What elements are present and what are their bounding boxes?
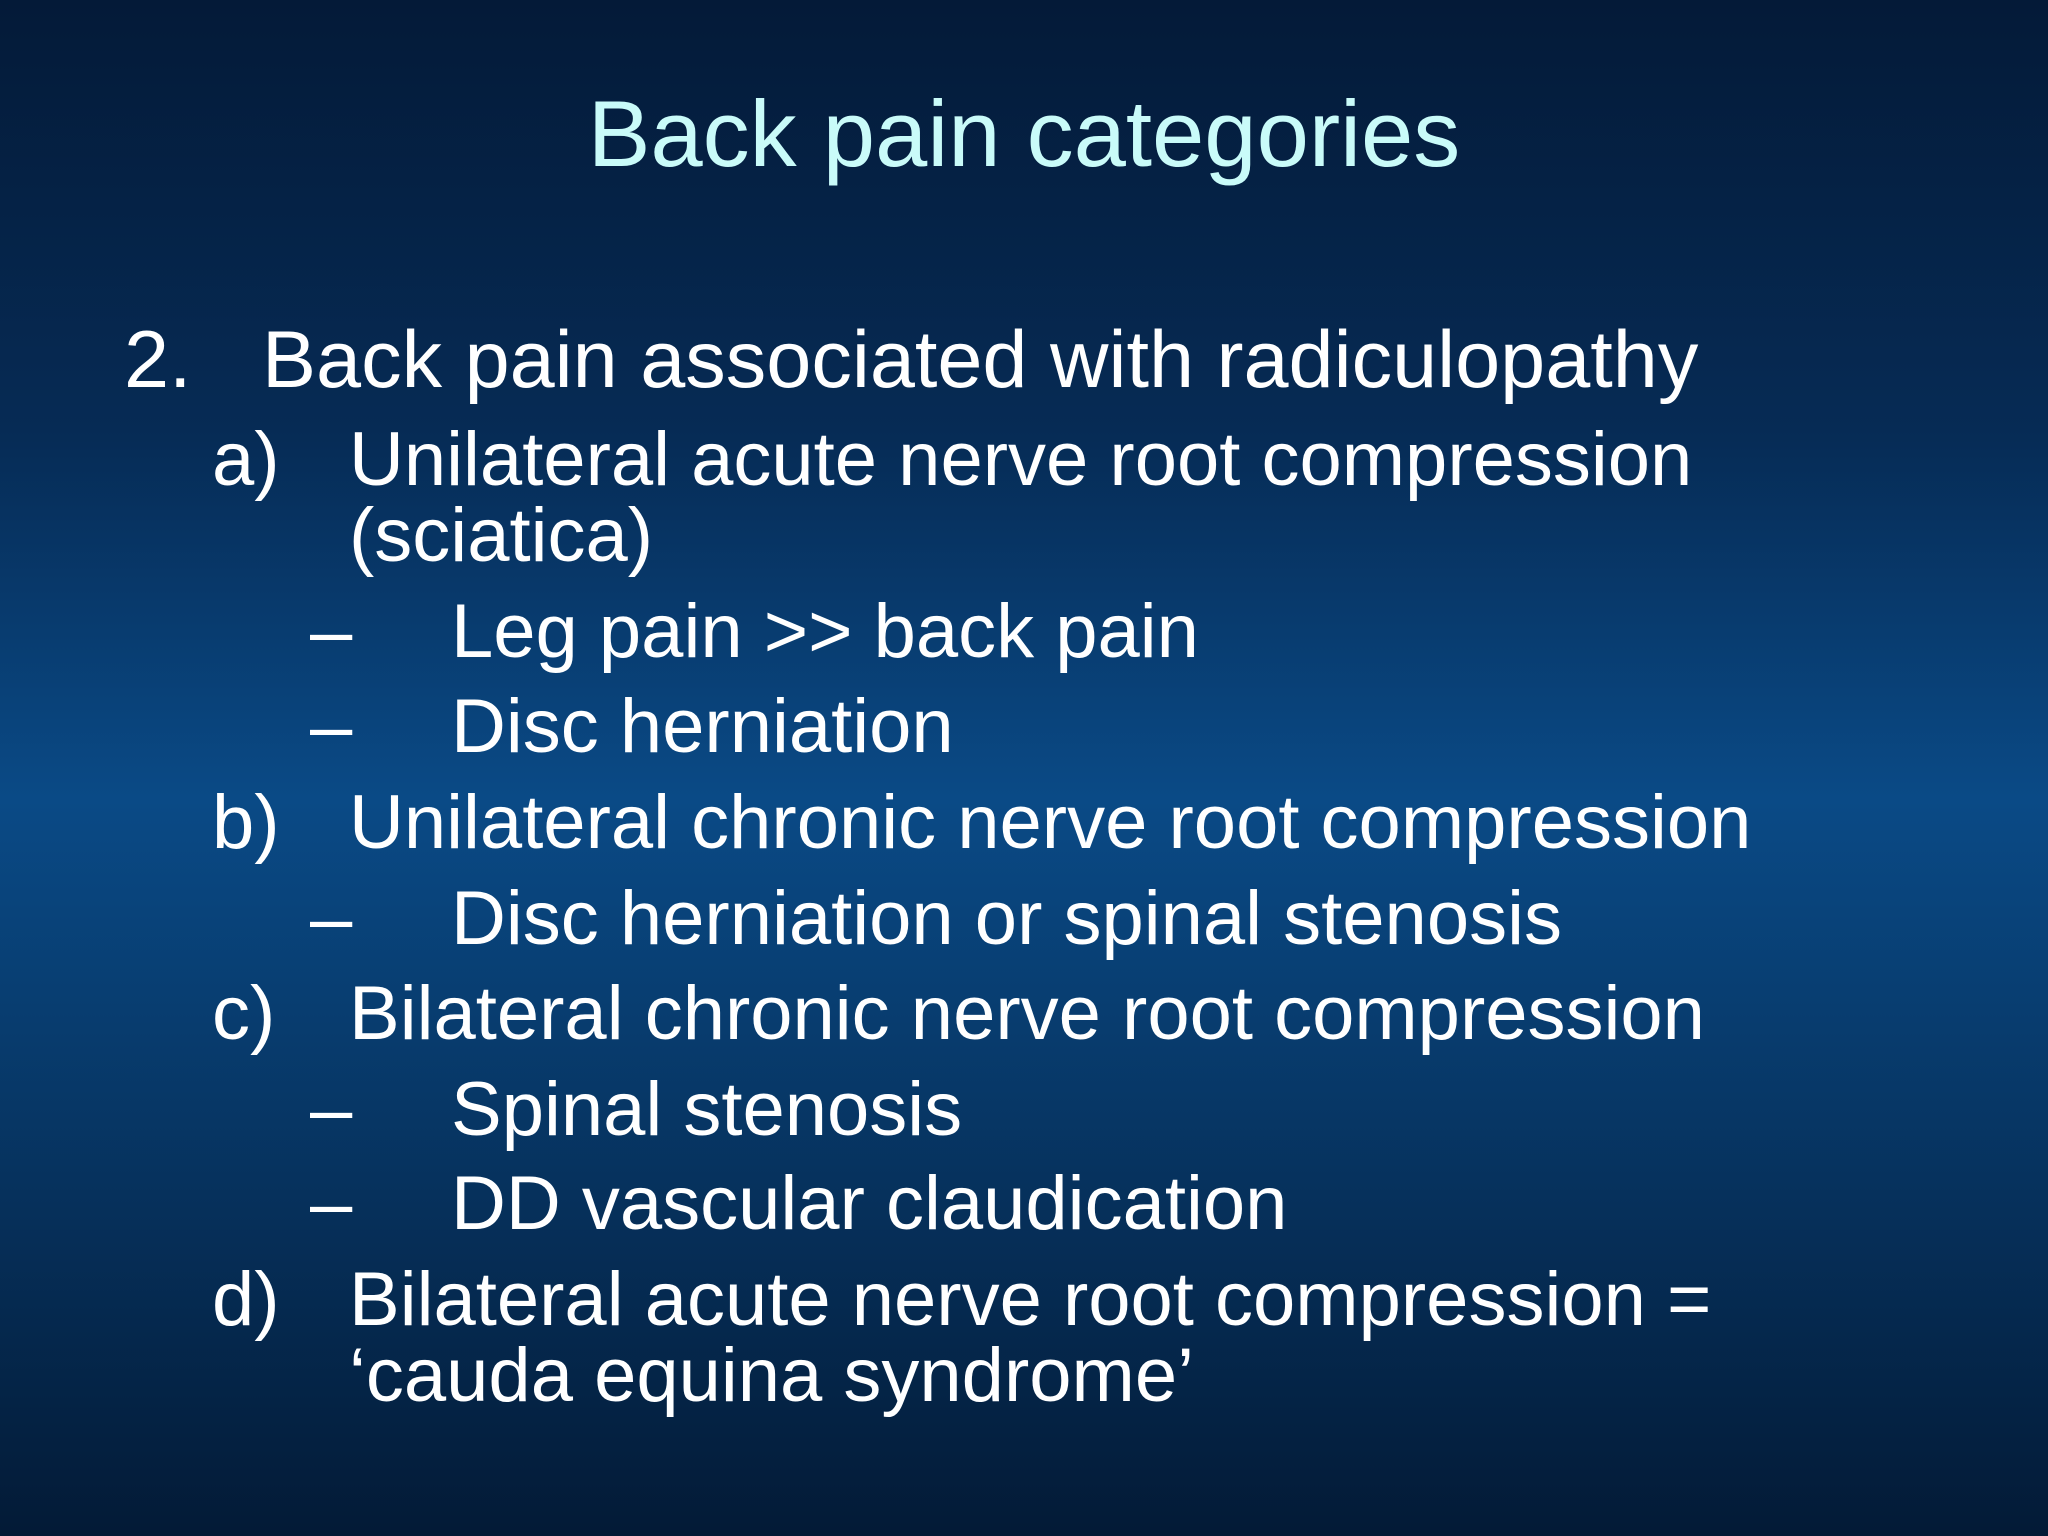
sub-item-dash: – [310, 1067, 353, 1152]
list-item-marker: c) [212, 971, 276, 1056]
list-item-d: d)Bilateral acute nerve root compression… [212, 1262, 2012, 1414]
sub-item: –DD vascular claudication [310, 1166, 2010, 1242]
main-point-number: 2. [124, 315, 192, 405]
sub-item-text: DD vascular claudication [451, 1161, 1288, 1246]
list-item-text: Bilateral acute nerve root compression =… [349, 1262, 1711, 1414]
list-item-text: Bilateral chronic nerve root compression [349, 976, 1705, 1052]
list-item-a: a)Unilateral acute nerve root compressio… [212, 422, 2012, 574]
sub-item: –Leg pain >> back pain [310, 594, 2010, 670]
sub-item-dash: – [310, 684, 353, 769]
slide-title: Back pain categories [587, 81, 1461, 186]
sub-item-text: Spinal stenosis [451, 1067, 963, 1152]
sub-item-text: Leg pain >> back pain [451, 589, 1199, 674]
sub-item-dash: – [310, 1161, 353, 1246]
list-item-line: (sciatica) [349, 493, 654, 578]
list-item-marker: d) [212, 1257, 280, 1342]
list-item-line: Bilateral acute nerve root compression = [349, 1257, 1712, 1342]
list-item-text: Unilateral acute nerve root compression(… [349, 422, 1692, 574]
list-item-c: c)Bilateral chronic nerve root compressi… [212, 976, 2012, 1052]
list-item-marker: a) [212, 417, 280, 502]
sub-item: –Disc herniation [310, 689, 2010, 765]
list-item-line: Unilateral chronic nerve root compressio… [349, 780, 1752, 865]
sub-item-text: Disc herniation or spinal stenosis [451, 876, 1562, 961]
list-item-line: ‘cauda equina syndrome’ [349, 1333, 1194, 1418]
list-item-line: Bilateral chronic nerve root compression [349, 971, 1705, 1056]
sub-item: –Spinal stenosis [310, 1072, 2010, 1148]
main-point-text: Back pain associated with radiculopathy [262, 315, 1699, 405]
list-item-marker: b) [212, 780, 280, 865]
sub-item-text: Disc herniation [451, 684, 954, 769]
main-point: 2. Back pain associated with radiculopath… [124, 310, 2024, 410]
sub-item: –Disc herniation or spinal stenosis [310, 881, 2010, 957]
sub-item-dash: – [310, 589, 353, 674]
sub-item-dash: – [310, 876, 353, 961]
list-item-b: b)Unilateral chronic nerve root compress… [212, 785, 2012, 861]
list-item-text: Unilateral chronic nerve root compressio… [349, 785, 1751, 861]
list-item-line: Unilateral acute nerve root compression [349, 417, 1693, 502]
